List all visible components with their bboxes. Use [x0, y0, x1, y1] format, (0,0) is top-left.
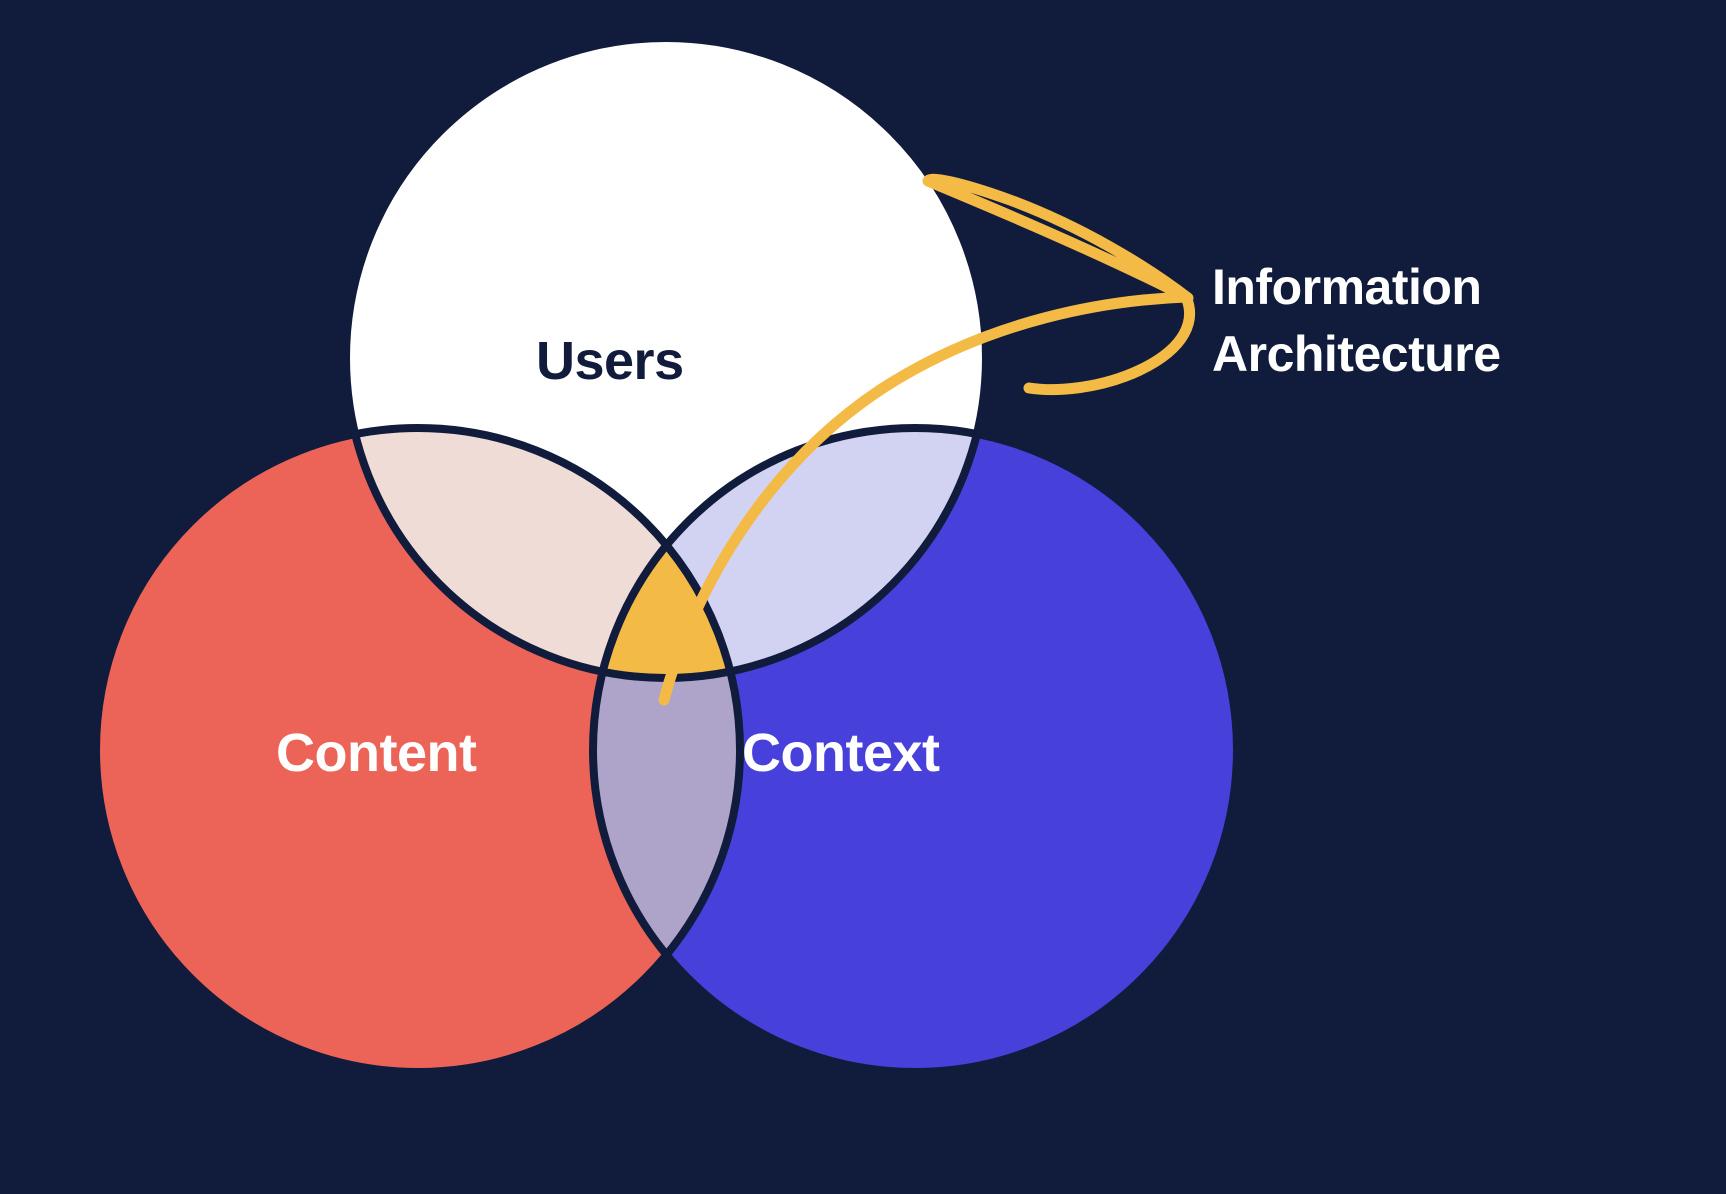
curved-arrow-icon: [658, 173, 1195, 706]
circle-label-users: Users: [536, 331, 684, 391]
circle-label-content: Content: [276, 723, 477, 783]
circle-label-context: Context: [742, 723, 940, 783]
overlap-users-context: [593, 428, 986, 678]
callout-line-2: Architecture: [1212, 326, 1501, 382]
overlap-users-content: [346, 428, 740, 678]
callout-line-1: Information: [1212, 259, 1482, 315]
callout-information-architecture: Information Architecture: [1212, 254, 1501, 388]
circle-content-outline: [92, 424, 744, 1076]
circle-context-outline: [589, 424, 1241, 1076]
